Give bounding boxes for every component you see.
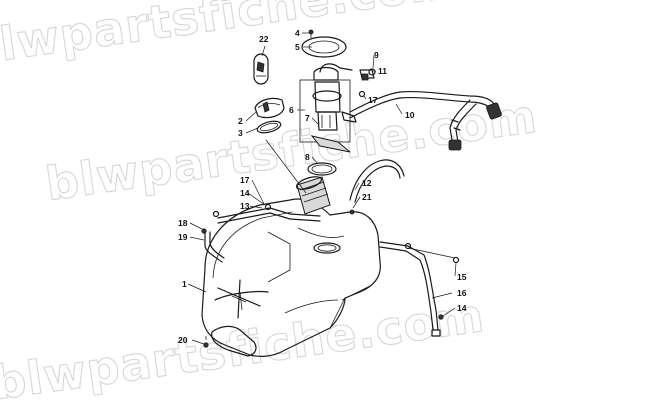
cap-gasket (256, 120, 282, 134)
callout-labels: 22 4 5 9 11 17 10 6 7 2 3 8 12 21 17 14 … (178, 28, 467, 345)
fuel-tank (201, 198, 381, 357)
pump-gasket-part-8 (307, 162, 337, 176)
callout-15: 15 (457, 272, 467, 282)
callout-3: 3 (238, 128, 243, 138)
hose-clamp-part-9 (368, 68, 376, 76)
callout-10: 10 (405, 110, 415, 120)
filler-neck (295, 176, 331, 215)
callout-21: 21 (362, 192, 372, 202)
callout-1: 1 (182, 279, 187, 289)
callout-4: 4 (295, 28, 300, 38)
callout-8: 8 (305, 152, 310, 162)
hose-fitting-part-11 (359, 69, 375, 81)
callout-14-left: 14 (240, 188, 250, 198)
watermark-text-top: blwpartsfiche.com (0, 0, 461, 76)
callout-7: 7 (305, 113, 310, 123)
fuel-line-hose (349, 90, 502, 151)
callout-22: 22 (259, 34, 269, 44)
vent-hose (349, 159, 405, 215)
callout-18: 18 (178, 218, 188, 228)
callout-6: 6 (289, 105, 294, 115)
callout-13: 13 (240, 201, 250, 211)
clip-part-17-upper (358, 90, 366, 98)
callout-19: 19 (178, 232, 188, 242)
left-strap (201, 203, 321, 263)
callout-16: 16 (457, 288, 467, 298)
callout-2: 2 (238, 116, 243, 126)
callout-5: 5 (295, 42, 300, 52)
leader-lines (187, 32, 457, 345)
callout-9: 9 (374, 50, 379, 60)
fuel-cap (254, 97, 285, 119)
callout-14-right: 14 (457, 303, 467, 313)
callout-11: 11 (378, 66, 387, 76)
fuel-cap-key-part-22 (253, 53, 269, 85)
right-strap (379, 241, 460, 337)
screw-part-4 (308, 29, 314, 38)
watermark-text-bottom: blwpartsfiche.com (0, 288, 488, 406)
callout-12: 12 (362, 178, 372, 188)
callout-20: 20 (178, 335, 188, 345)
fuel-pump-assembly (299, 63, 357, 153)
callout-17-upper: 17 (368, 95, 378, 105)
callout-17-lower: 17 (240, 175, 250, 185)
screw-part-20 (203, 336, 209, 348)
